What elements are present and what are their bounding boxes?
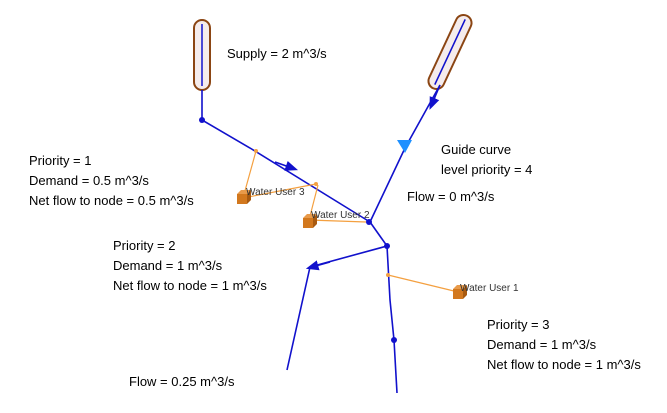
user2-priority: Priority = 2 bbox=[113, 238, 176, 253]
user1-priority: Priority = 3 bbox=[487, 317, 550, 332]
water-user-3-icon[interactable] bbox=[237, 190, 251, 204]
node-downstream[interactable] bbox=[391, 337, 397, 343]
user2-info-annotation: Priority = 2 Demand = 1 m^3/s Net flow t… bbox=[113, 236, 267, 296]
flow-arrow-right bbox=[429, 84, 441, 110]
flow-zero-annotation: Flow = 0 m^3/s bbox=[407, 189, 495, 204]
guide-curve-annotation: Guide curve level priority = 4 bbox=[441, 140, 532, 180]
user3-demand: Demand = 0.5 m^3/s bbox=[29, 173, 149, 188]
water-user-1-icon[interactable] bbox=[453, 285, 467, 299]
supply-annotation: Supply = 2 m^3/s bbox=[227, 46, 327, 61]
reservoir-right[interactable] bbox=[426, 12, 474, 91]
flow-arrow-left bbox=[274, 161, 299, 171]
water-user-3-label: Water User 3 bbox=[246, 187, 305, 198]
diversion-user1[interactable] bbox=[387, 274, 459, 293]
flow-quarter-annotation: Flow = 0.25 m^3/s bbox=[129, 374, 235, 389]
user2-demand: Demand = 1 m^3/s bbox=[113, 258, 223, 273]
node-junction[interactable] bbox=[366, 219, 372, 225]
user2-net-flow: Net flow to node = 1 m^3/s bbox=[113, 278, 267, 293]
flow-arrow-outflow bbox=[305, 260, 331, 271]
diversion-point-user1 bbox=[386, 273, 390, 277]
river-main[interactable] bbox=[369, 221, 388, 247]
user1-info-annotation: Priority = 3 Demand = 1 m^3/s Net flow t… bbox=[487, 315, 641, 375]
water-user-2-label: Water User 2 bbox=[311, 210, 370, 221]
user3-net-flow: Net flow to node = 0.5 m^3/s bbox=[29, 193, 194, 208]
user1-demand: Demand = 1 m^3/s bbox=[487, 337, 597, 352]
user3-info-annotation: Priority = 1 Demand = 0.5 m^3/s Net flow… bbox=[29, 151, 194, 211]
river-outflow-right[interactable] bbox=[386, 245, 398, 394]
diversion-point-user3 bbox=[254, 149, 258, 153]
water-user-1-label: Water User 1 bbox=[460, 283, 519, 294]
return-point-user3 bbox=[314, 182, 318, 186]
node-split[interactable] bbox=[384, 243, 390, 249]
guide-curve-line-1: Guide curve bbox=[441, 142, 512, 157]
water-user-2-icon[interactable] bbox=[303, 214, 317, 228]
river-left-branch[interactable] bbox=[201, 90, 371, 223]
user3-priority: Priority = 1 bbox=[29, 153, 92, 168]
user1-net-flow: Net flow to node = 1 m^3/s bbox=[487, 357, 641, 372]
river-outflow-left[interactable] bbox=[286, 245, 388, 371]
guide-curve-line-2: level priority = 4 bbox=[441, 162, 533, 177]
guide-curve-marker[interactable] bbox=[397, 140, 412, 153]
node-upstream[interactable] bbox=[199, 117, 205, 123]
